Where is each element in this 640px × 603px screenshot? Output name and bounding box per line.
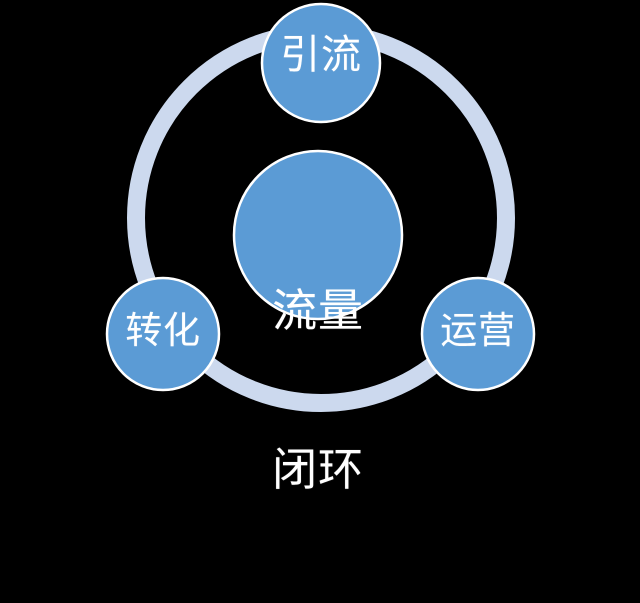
node-circle-bottom-right[interactable] xyxy=(420,276,536,392)
node-circle-top[interactable] xyxy=(260,2,382,124)
node-label-center-line2: 闭环 xyxy=(272,444,364,496)
node-circle-bottom-left[interactable] xyxy=(105,276,221,392)
node-circle-center[interactable] xyxy=(232,149,404,321)
traffic-loop-diagram: 引流 流量 闭环 转化 运营 xyxy=(105,2,536,496)
diagram-canvas xyxy=(105,2,536,412)
